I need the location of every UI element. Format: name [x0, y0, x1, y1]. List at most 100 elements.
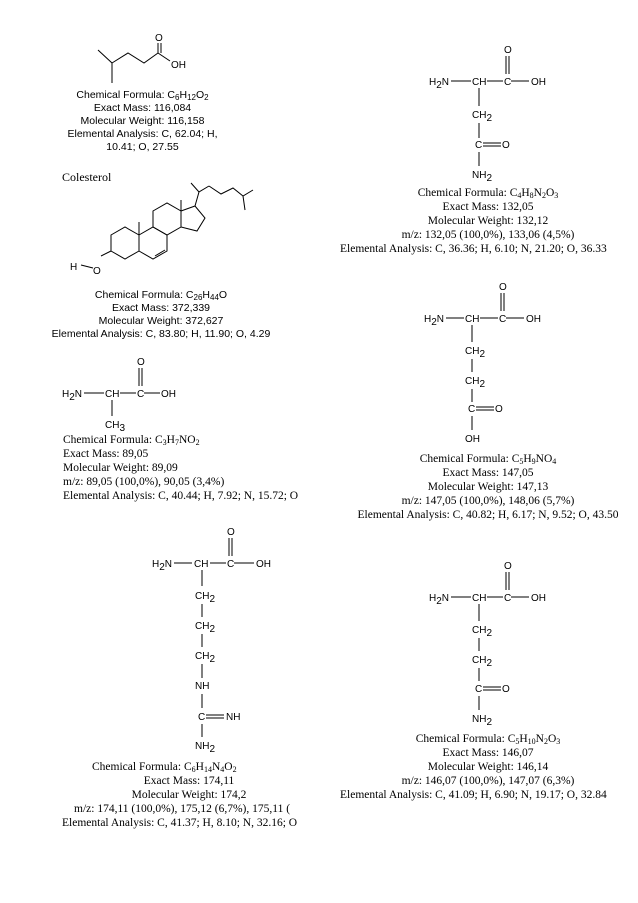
atom-c2: C	[475, 140, 482, 151]
atom-o: O	[499, 282, 507, 293]
atom-h2n: H2N	[62, 389, 82, 403]
atom-ch2c: CH2	[195, 651, 215, 665]
formula-line: Chemical Formula: C3H7NO2	[63, 434, 200, 447]
exact-mass: Exact Mass: 116,084	[93, 102, 192, 114]
atom-ch: CH	[105, 389, 119, 400]
elemental-analysis: Elemental Analysis: C, 41.37; H, 8.10; N…	[62, 817, 298, 829]
atom-h: H	[70, 262, 77, 273]
mz-values: m/z: 132,05 (100,0%), 133,06 (4,5%)	[401, 229, 575, 241]
glutamine-structure: H2N CH C OH O CH2 CH2 C O NH2	[429, 561, 546, 728]
isocaproic-structure: O OH	[97, 33, 186, 83]
molecular-weight: Molecular Weight: 174,2	[131, 789, 247, 801]
atom-o: O	[504, 45, 512, 56]
atom-ch2b: CH2	[472, 655, 492, 669]
asparagine-caption: Chemical Formula: C4H8N2O3 Exact Mass: 1…	[338, 186, 638, 256]
atom-c: C	[137, 389, 144, 400]
atom-o: O	[227, 527, 235, 538]
atom-nh: NH	[195, 681, 209, 692]
mz-values: m/z: 146,07 (100,0%), 147,07 (6,3%)	[401, 775, 575, 787]
exact-mass: Exact Mass: 174,11	[143, 775, 235, 787]
atom-oh2: OH	[465, 434, 480, 445]
formula-line: Chemical Formula: C6H12O2	[76, 89, 209, 102]
atom-o: O	[93, 266, 101, 277]
atom-o: O	[155, 33, 163, 44]
molecular-weight: Molecular Weight: 116,158	[80, 115, 205, 127]
asparagine-structure: H2N CH C OH O CH2 C O NH2	[429, 45, 546, 184]
elemental-analysis-cont: 10.41; O, 27.55	[106, 141, 179, 153]
colesterol-structure: H O	[70, 182, 254, 277]
atom-c: C	[504, 77, 511, 88]
formula-line: Chemical Formula: C4H8N2O3	[417, 187, 559, 200]
formula-line: Chemical Formula: C26H44O	[94, 289, 228, 302]
atom-nh2: NH2	[195, 741, 215, 755]
atom-o: O	[504, 561, 512, 572]
molecular-weight: Molecular Weight: 146,14	[427, 761, 549, 773]
glutamic-caption: Chemical Formula: C5H9NO4 Exact Mass: 14…	[338, 452, 638, 522]
mz-values: m/z: 174,11 (100,0%), 175,12 (6,7%), 175…	[74, 803, 291, 815]
atom-h2n: H2N	[429, 593, 449, 607]
colesterol-caption: Chemical Formula: C26H44O Exact Mass: 37…	[45, 289, 277, 341]
atom-oh: OH	[531, 77, 546, 88]
atom-ch2: CH2	[472, 110, 492, 124]
atom-ch2a: CH2	[465, 346, 485, 360]
formula-line: Chemical Formula: C5H10N2O3	[415, 733, 561, 746]
glutamic-structure: H2N CH C OH O CH2 CH2 C O OH	[424, 282, 541, 445]
exact-mass: Exact Mass: 132,05	[442, 201, 534, 213]
atom-ch: CH	[472, 77, 486, 88]
atom-nh-double: NH	[226, 712, 240, 723]
atom-c: C	[504, 593, 511, 604]
molecular-weight: Molecular Weight: 147,13	[427, 481, 549, 493]
atom-oh: OH	[256, 559, 271, 570]
atom-h2n: H2N	[152, 559, 172, 573]
elemental-analysis: Elemental Analysis: C, 40.44; H, 7.92; N…	[63, 490, 299, 502]
atom-ch2a: CH2	[195, 591, 215, 605]
atom-oh: OH	[531, 593, 546, 604]
atom-c2: C	[198, 712, 205, 723]
atom-c2: C	[475, 684, 482, 695]
glutamine-caption: Chemical Formula: C5H10N2O3 Exact Mass: …	[338, 732, 638, 802]
atom-oh: OH	[161, 389, 176, 400]
molecular-weight: Molecular Weight: 132,12	[427, 215, 549, 227]
molecular-weight: Molecular Weight: 372,627	[98, 315, 224, 327]
atom-ch2b: CH2	[465, 376, 485, 390]
colesterol-heading: Colesterol	[62, 170, 112, 184]
exact-mass: Exact Mass: 146,07	[442, 747, 534, 759]
atom-c: C	[227, 559, 234, 570]
elemental-analysis: Elemental Analysis: C, 62.04; H,	[67, 128, 218, 140]
molecular-weight: Molecular Weight: 89,09	[63, 462, 178, 474]
formula-line: Chemical Formula: C5H9NO4	[419, 453, 557, 466]
atom-o2: O	[495, 404, 503, 415]
elemental-analysis: Elemental Analysis: C, 41.09; H, 6.90; N…	[340, 789, 607, 801]
alanine-caption: Chemical Formula: C3H7NO2 Exact Mass: 89…	[63, 433, 323, 503]
atom-ch: CH	[472, 593, 486, 604]
atom-o2: O	[502, 140, 510, 151]
mz-values: m/z: 147,05 (100,0%), 148,06 (5,7%)	[401, 495, 575, 507]
atom-oh: OH	[171, 60, 186, 71]
atom-ch: CH	[194, 559, 208, 570]
atom-nh2: NH2	[472, 714, 492, 728]
atom-ch2a: CH2	[472, 625, 492, 639]
exact-mass: Exact Mass: 147,05	[442, 467, 534, 479]
atom-h2n: H2N	[424, 314, 444, 328]
atom-o2: O	[502, 684, 510, 695]
arginine-caption: Chemical Formula: C6H14N4O2 Exact Mass: …	[58, 760, 320, 830]
atom-ch2b: CH2	[195, 621, 215, 635]
mz-values: m/z: 89,05 (100,0%), 90,05 (3,4%)	[63, 476, 225, 488]
atom-nh2: NH2	[472, 170, 492, 184]
atom-c2: C	[468, 404, 475, 415]
atom-ch: CH	[465, 314, 479, 325]
elemental-analysis: Elemental Analysis: C, 36.36; H, 6.10; N…	[340, 243, 607, 255]
atom-c: C	[499, 314, 506, 325]
isocaproic-caption: Chemical Formula: C6H12O2 Exact Mass: 11…	[60, 89, 225, 154]
exact-mass: Exact Mass: 89,05	[63, 448, 149, 460]
alanine-structure: H2N CH C OH O CH3	[62, 357, 176, 434]
elemental-analysis: Elemental Analysis: C, 83.80; H, 11.90; …	[51, 328, 271, 340]
formula-line: Chemical Formula: C6H14N4O2	[92, 761, 237, 774]
atom-ch3: CH3	[105, 420, 125, 434]
atom-o: O	[137, 357, 145, 368]
atom-h2n: H2N	[429, 77, 449, 91]
atom-oh: OH	[526, 314, 541, 325]
exact-mass: Exact Mass: 372,339	[111, 302, 211, 314]
arginine-structure: H2N CH C OH O CH2 CH2 CH2 NH C NH NH2	[152, 527, 271, 755]
elemental-analysis: Elemental Analysis: C, 40.82; H, 6.17; N…	[357, 509, 619, 521]
